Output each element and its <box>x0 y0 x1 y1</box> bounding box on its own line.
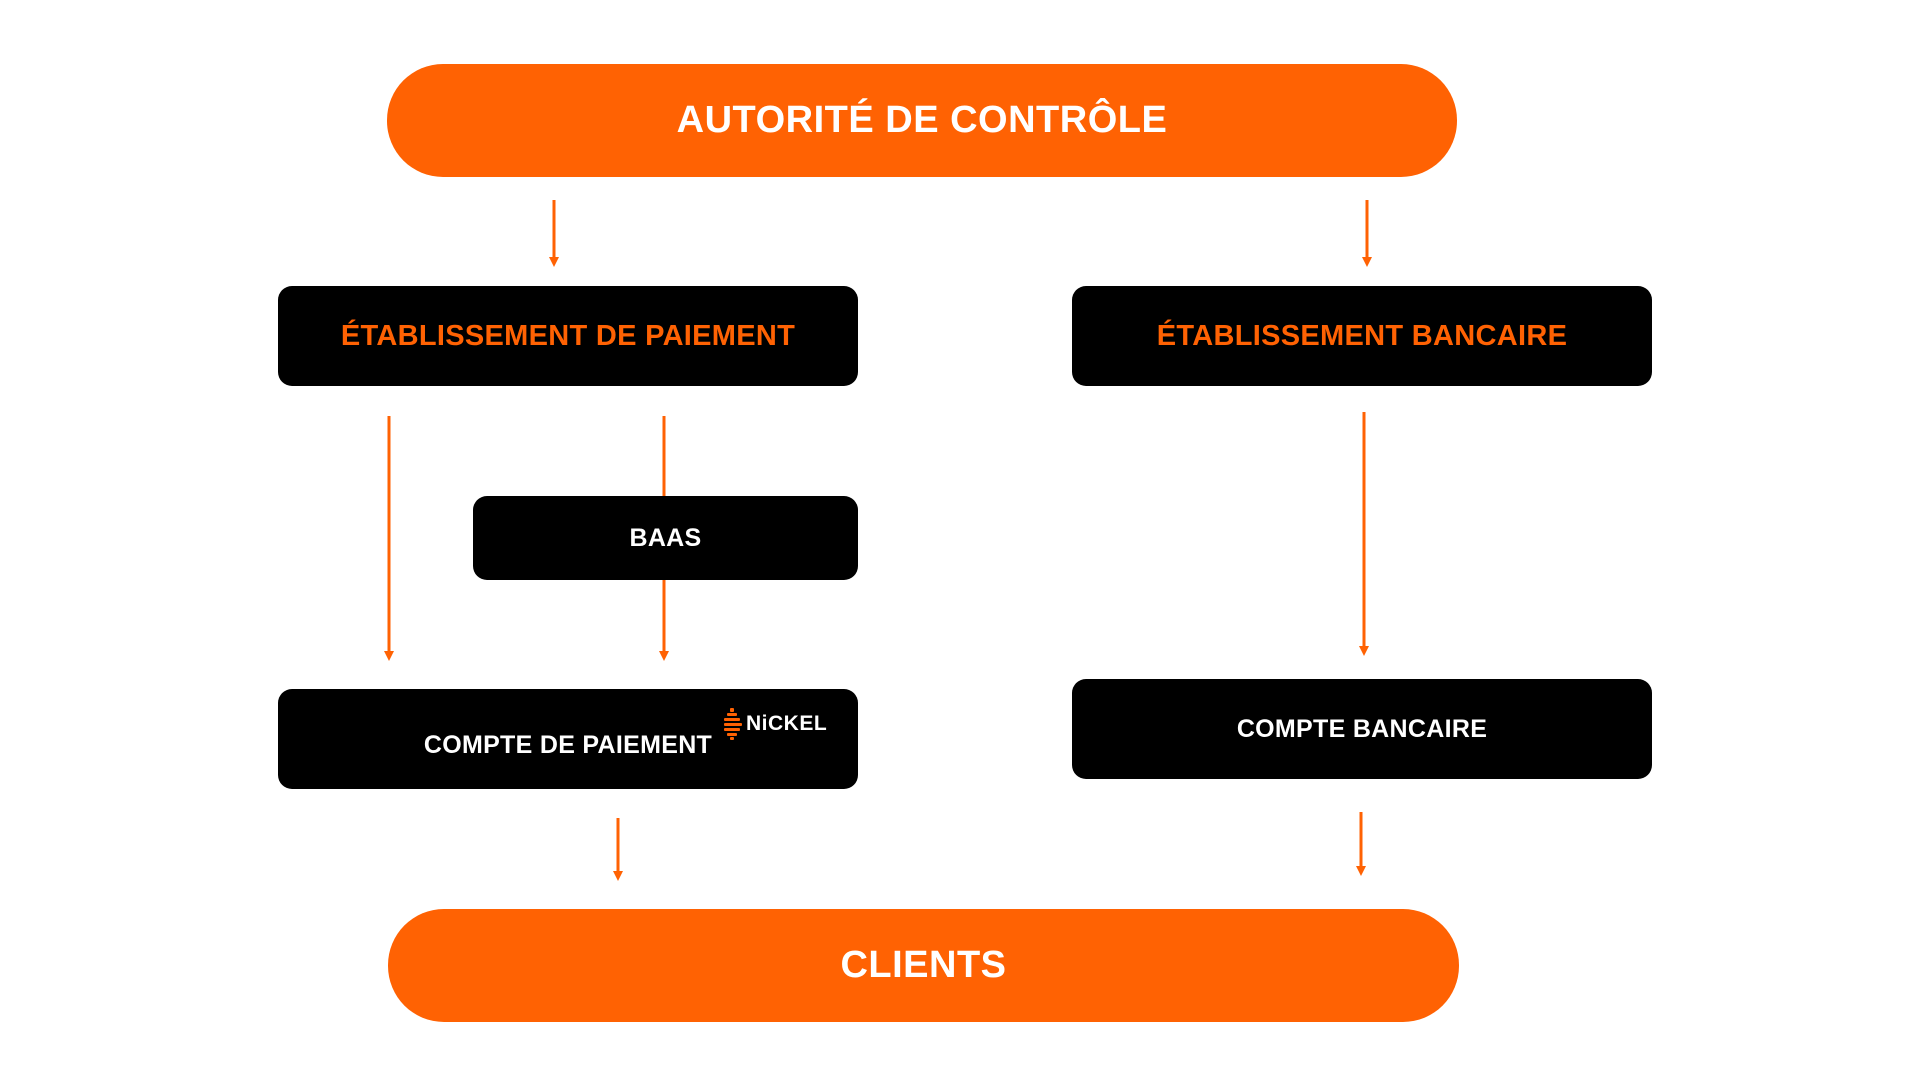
bank-institution-label: ÉTABLISSEMENT BANCAIRE <box>1156 319 1568 352</box>
bank-institution-node: ÉTABLISSEMENT BANCAIRE <box>1072 286 1652 386</box>
authority-label: AUTORITÉ DE CONTRÔLE <box>676 99 1168 141</box>
nickel-logo: NiCKEL <box>724 708 827 740</box>
bank-account-node: COMPTE BANCAIRE <box>1072 679 1652 779</box>
baas-label: BAAS <box>629 523 702 552</box>
nickel-logo-icon <box>724 708 742 740</box>
clients-node: CLIENTS <box>388 909 1459 1022</box>
nickel-logo-text: NiCKEL <box>746 712 828 735</box>
payment-institution-node: ÉTABLISSEMENT DE PAIEMENT <box>278 286 858 386</box>
payment-institution-label: ÉTABLISSEMENT DE PAIEMENT <box>340 319 796 352</box>
clients-label: CLIENTS <box>840 944 1007 986</box>
authority-node: AUTORITÉ DE CONTRÔLE <box>387 64 1457 177</box>
baas-node: BAAS <box>473 496 858 580</box>
payment-account-label: COMPTE DE PAIEMENT <box>423 730 713 759</box>
payment-account-node: COMPTE DE PAIEMENT <box>278 689 858 789</box>
bank-account-label: COMPTE BANCAIRE <box>1236 714 1488 743</box>
